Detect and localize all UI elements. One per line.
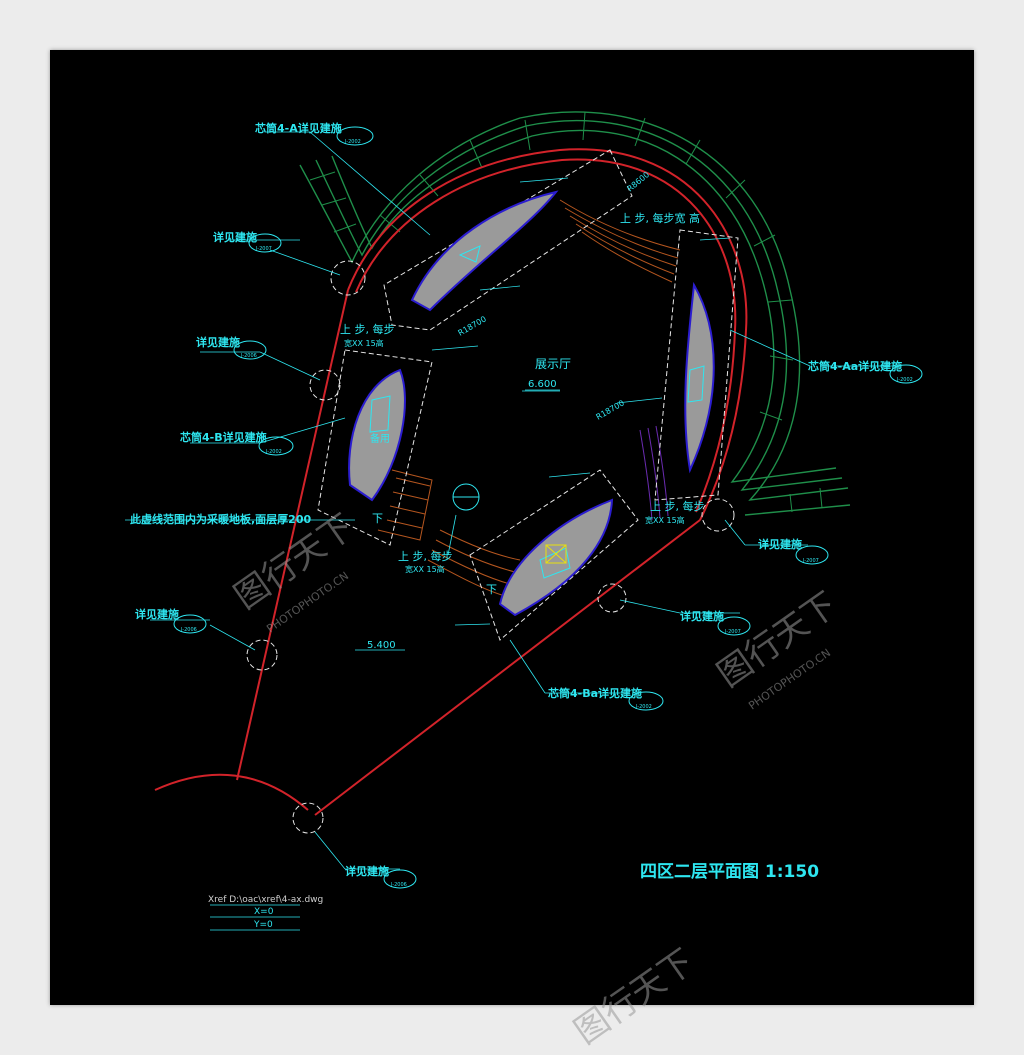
watermark-brand: 图行天下 (710, 585, 844, 696)
drawing-title: 四区二层平面图 1:150 (640, 862, 819, 882)
cores (348, 190, 715, 617)
callout-bubble (889, 364, 923, 384)
radius-label: R18700 (595, 398, 626, 421)
callout-bubble (795, 545, 829, 565)
callout-detail-6: 详见建施 J-2006 (345, 864, 417, 889)
xref-x: X=0 (254, 907, 274, 917)
callout-core-4a: 芯筒4-A详见建施 J-2002 (255, 121, 374, 146)
callout-tag: J-2002 (265, 449, 282, 455)
callout-detail-5: 详见建施 J-2007 (680, 609, 751, 636)
stair-label-bottom: 上 步, 每步 (398, 549, 453, 563)
callout-bubble (383, 869, 417, 889)
callout-detail-4: 详见建施 J-2006 (135, 607, 207, 634)
callout-tag: J-2002 (344, 139, 361, 145)
callout-bubble (628, 691, 664, 711)
down-label-bottom: 下 (486, 583, 497, 596)
walls (154, 148, 748, 816)
callout-text: 芯筒4-B详见建施 (180, 430, 267, 444)
callout-tag: J-2002 (635, 704, 652, 710)
callout-bubble (717, 616, 751, 636)
stair-label-right-sub: 宽XX 15高 (645, 515, 685, 525)
xref-y: Y=0 (253, 920, 273, 930)
xref-block: Xref D:\oac\xref\4-ax.dwg X=0 Y=0 (208, 895, 323, 930)
core-enclosures (246, 149, 739, 834)
callout-tag: J-2007 (802, 558, 819, 564)
core-4ba (498, 498, 614, 617)
stair-label-right: 上 步, 每步 (650, 499, 705, 513)
stair-label-bottom-sub: 宽XX 15高 (405, 564, 445, 574)
stair-left (377, 469, 433, 541)
callout-bubble (336, 126, 374, 146)
callout-bubble (173, 614, 207, 634)
lower-elevation: 5.400 (367, 640, 396, 651)
callout-text: 详见建施 (758, 537, 802, 551)
core-4aa (684, 281, 715, 474)
callout-tag: J-2007 (255, 246, 272, 252)
room-name: 展示厅 (535, 357, 571, 371)
callout-labels: 芯筒4-A详见建施 J-2002 详见建施 J-2007 详见建施 J-2006… (135, 121, 923, 889)
callout-tag: J-2007 (724, 629, 741, 635)
callout-detail-3: 详见建施 J-2007 (758, 537, 829, 565)
radius-label: R8600 (626, 170, 652, 194)
radius-label: R18700 (457, 314, 488, 337)
callout-text: 芯筒4-Ba详见建施 (548, 686, 642, 700)
callout-bubble (233, 340, 267, 360)
callout-text: 详见建施 (196, 335, 240, 349)
core-4b (348, 368, 406, 502)
stair-labels: 上 步, 每步宽 高 上 步, 每步 宽XX 15高 上 步, 每步 宽XX 1… (340, 211, 705, 596)
callout-bubble (248, 233, 282, 253)
stair-top-right (559, 199, 681, 283)
section-marker (452, 483, 480, 511)
elevator-symbol (545, 544, 567, 564)
xref-path: Xref D:\oac\xref\4-ax.dwg (208, 895, 323, 905)
core-details (369, 245, 705, 579)
room-label: 展示厅 6.600 (522, 357, 571, 392)
stair-bottom (427, 529, 521, 597)
stair-label-left-sub: 宽XX 15高 (344, 338, 384, 348)
callout-bubble (258, 436, 294, 456)
callout-text: 芯筒4-A详见建施 (255, 121, 342, 135)
room-elevation: 6.600 (528, 379, 557, 390)
stair-label-left: 上 步, 每步 (340, 322, 395, 336)
callout-core-4ba: 芯筒4-Ba详见建施 J-2002 (548, 686, 664, 711)
callout-tag: J-2002 (896, 377, 913, 383)
stair-label-top-right: 上 步, 每步宽 高 (620, 211, 700, 225)
stairs (377, 199, 681, 597)
callout-core-4b: 芯筒4-B详见建施 J-2002 (180, 430, 294, 456)
callout-text: 详见建施 (135, 607, 179, 621)
stair-right (639, 425, 669, 521)
leader-lines (125, 131, 900, 870)
callout-tag: J-2006 (180, 627, 197, 633)
callout-text: 详见建施 (345, 864, 389, 878)
callout-detail-1: 详见建施 J-2007 (213, 230, 282, 253)
callout-tag: J-2006 (390, 882, 407, 888)
dimension-lines (210, 177, 731, 931)
core-spare-label: 备用 (370, 432, 390, 445)
watermark-brand: 图行天下 (567, 942, 701, 1053)
lower-elevation-label: 5.400 (367, 640, 396, 651)
core-4a (410, 190, 559, 312)
callout-detail-2: 详见建施 J-2006 (196, 335, 267, 360)
callout-text: 详见建施 (213, 230, 257, 244)
slab-note: 此虚线范围内为采暖地板,面层厚200 (130, 512, 311, 526)
callout-tag: J-2006 (240, 353, 257, 359)
callout-text: 详见建施 (680, 609, 724, 623)
callout-core-4aa: 芯筒4-Aa详见建施 J-2002 (808, 359, 923, 384)
outer-ring-ribs (309, 111, 823, 513)
down-label-left: 下 (372, 512, 383, 525)
callout-text: 芯筒4-Aa详见建施 (808, 359, 902, 373)
